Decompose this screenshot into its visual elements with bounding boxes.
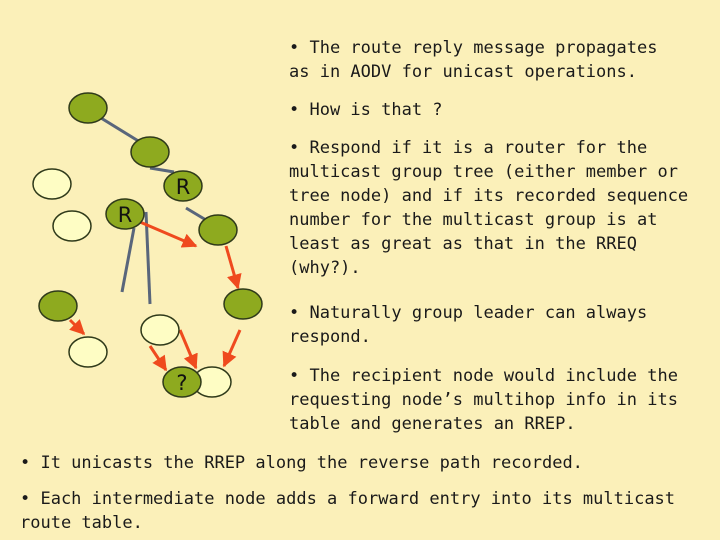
tree-link	[120, 227, 136, 293]
bullet-group-leader: • Naturally group leader can always resp…	[289, 303, 648, 347]
bullet-how-is-that: • How is that ?	[289, 100, 443, 120]
tree-link	[185, 206, 207, 222]
yellow-node	[52, 210, 92, 242]
reply-arrow	[222, 329, 242, 368]
bullet-recipient-node: • The recipient node would include the r…	[289, 366, 678, 434]
green-nodes	[38, 92, 263, 322]
bullet-unicast-rrep: • It unicasts the RREP along the reverse…	[20, 453, 583, 473]
green-node	[223, 288, 263, 320]
reply-arrow	[68, 318, 86, 336]
bullet-forward-entry: • Each intermediate node adds a forward …	[20, 489, 676, 533]
requester-node: ?	[162, 366, 202, 398]
reply-arrow	[139, 220, 198, 248]
tree-link	[149, 166, 175, 174]
reply-arrow	[178, 329, 198, 370]
bullet-respond-if-router: • Respond if it is a router for the mult…	[289, 138, 689, 278]
reply-arrow	[148, 345, 168, 372]
yellow-nodes	[32, 168, 232, 398]
requester-label: ?	[176, 371, 187, 395]
green-node	[130, 136, 170, 168]
router-node-left: R	[105, 198, 145, 230]
reply-arrows	[68, 220, 242, 372]
green-node	[68, 92, 108, 124]
yellow-node	[68, 336, 108, 368]
bullet-route-reply: • The route reply message propagates as …	[289, 38, 658, 82]
yellow-node	[140, 314, 180, 346]
router-node-mid: R	[163, 170, 203, 202]
reply-arrow	[224, 245, 242, 290]
green-node	[198, 214, 238, 246]
yellow-node	[32, 168, 72, 200]
tree-links	[87, 108, 207, 305]
router-left-label: R	[118, 203, 133, 227]
router-mid-label: R	[176, 175, 191, 199]
green-node	[38, 290, 78, 322]
tree-link	[144, 211, 152, 305]
